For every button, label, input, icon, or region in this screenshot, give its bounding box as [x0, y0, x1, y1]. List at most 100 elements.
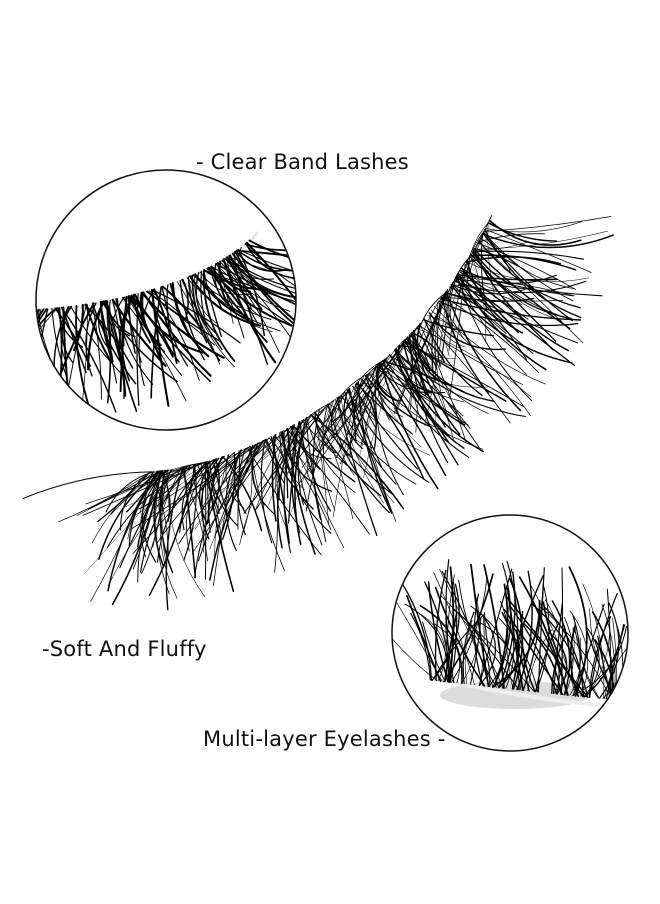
multi-layer-label: Multi-layer Eyelashes -	[203, 727, 446, 751]
lash-fiber	[395, 289, 448, 413]
lash-fiber	[424, 290, 448, 426]
main-lash-fibers	[22, 214, 615, 611]
lash-fiber	[286, 388, 350, 475]
lash-fiber	[82, 461, 206, 516]
lash-fiber	[241, 446, 253, 539]
lash-fiber	[216, 263, 234, 324]
lash-fiber	[429, 312, 437, 383]
lash-fiber	[457, 274, 576, 367]
lash-fiber	[582, 583, 605, 699]
lash-fiber	[237, 249, 296, 284]
lash-fiber	[70, 306, 124, 377]
lash-fiber	[226, 256, 296, 293]
lash-fiber	[141, 470, 164, 574]
lash-fiber	[225, 454, 245, 509]
lash-fiber	[136, 293, 140, 407]
lash-fiber	[58, 471, 152, 523]
closeup-circle-border	[35, 169, 297, 431]
lash-fiber	[478, 613, 496, 686]
lash-fiber	[483, 216, 612, 232]
lash-fiber	[332, 383, 357, 518]
lash-fiber	[509, 605, 558, 695]
lash-fiber	[280, 431, 333, 492]
lash-fiber	[448, 566, 455, 683]
lash-fiber	[406, 337, 456, 359]
lash-fiber	[167, 469, 206, 598]
lash-fiber	[260, 439, 273, 544]
lash-fiber	[107, 463, 201, 548]
lash-fiber	[455, 277, 527, 375]
lash-fiber	[529, 583, 577, 697]
lash-fiber	[178, 439, 266, 545]
lash-fiber	[161, 285, 204, 331]
lash-fiber	[394, 349, 526, 418]
lash-fiber	[153, 470, 165, 568]
lash-fiber	[403, 339, 507, 402]
lash-fiber	[597, 635, 612, 700]
closeup-circle-border	[391, 514, 629, 752]
lash-fiber	[295, 377, 365, 489]
lash-fiber	[470, 563, 490, 688]
lash-fiber	[493, 562, 512, 688]
lash-fiber	[61, 307, 117, 413]
lash-fiber	[111, 298, 167, 367]
closeup-band	[439, 678, 601, 707]
lash-fiber	[119, 295, 128, 393]
lash-fiber	[101, 301, 178, 383]
lash-fiber	[85, 302, 97, 377]
clear-band-label: - Clear Band Lashes	[196, 150, 409, 174]
lash-fiber	[449, 263, 466, 397]
lash-fiber	[277, 418, 305, 549]
lash-fiber	[310, 414, 382, 497]
lash-fiber	[118, 462, 204, 505]
lash-fiber	[441, 296, 564, 302]
lash-fiber	[447, 257, 470, 328]
lash-fiber	[480, 233, 488, 311]
lash-fiber	[187, 276, 235, 368]
lash-fiber	[464, 619, 473, 685]
lash-fiber	[202, 442, 260, 509]
lash-fiber	[523, 622, 562, 696]
lash-fiber	[179, 279, 205, 361]
lash-fiber	[124, 459, 214, 508]
lash-fiber	[535, 585, 550, 693]
lash-fiber	[305, 417, 327, 543]
lash-fiber	[347, 324, 420, 448]
main-lash-strip	[22, 214, 615, 611]
lash-fiber	[198, 440, 264, 562]
lash-fiber	[91, 471, 156, 544]
lash-fiber	[483, 231, 574, 302]
lash-fiber	[552, 603, 563, 695]
lash-fiber	[449, 274, 463, 351]
lash-fiber	[245, 242, 296, 280]
lash-fiber	[268, 437, 292, 477]
lash-fiber	[431, 583, 460, 681]
lash-fiber	[436, 289, 449, 368]
lash-fiber	[192, 464, 205, 511]
lash-fiber	[591, 611, 614, 701]
lash-fiber	[415, 327, 532, 398]
lash-fiber	[261, 405, 325, 460]
lash-fiber	[339, 367, 376, 465]
lash-fiber	[226, 256, 261, 317]
lash-fiber	[422, 319, 494, 337]
lash-fiber	[360, 378, 425, 480]
lash-fiber	[423, 281, 454, 344]
lash-fiber	[130, 294, 174, 358]
lash-fiber	[314, 411, 394, 495]
lash-fiber	[363, 340, 405, 479]
lash-fiber	[469, 617, 482, 685]
lash-fiber	[132, 460, 211, 554]
lash-fiber	[226, 256, 275, 280]
lash-fiber	[346, 390, 431, 456]
lash-fiber	[140, 466, 188, 573]
lash-fiber	[443, 573, 494, 683]
lash-fiber	[464, 263, 497, 291]
lash-fiber	[183, 464, 197, 561]
lash-fiber	[249, 446, 285, 572]
lash-fiber	[61, 306, 87, 374]
lash-fiber	[605, 624, 626, 700]
lash-fiber	[484, 229, 592, 273]
lash-fiber	[410, 612, 431, 681]
lash-fiber	[501, 611, 530, 692]
